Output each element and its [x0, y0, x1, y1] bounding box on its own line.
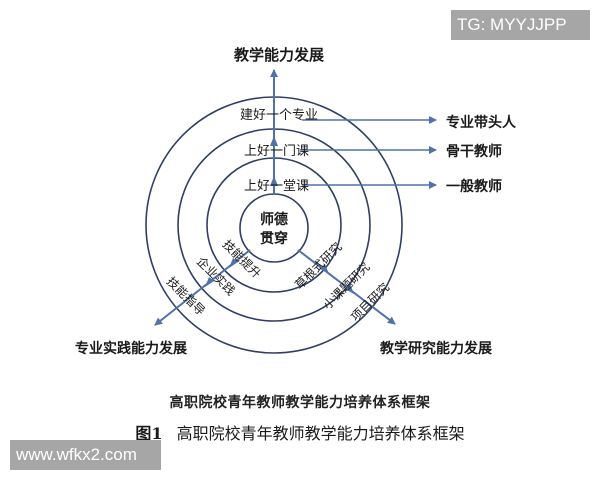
arrow-tick-icon: [270, 176, 278, 186]
right-goal-label: 教学研究能力发展: [380, 340, 492, 357]
figure-caption: 图1 高职院校青年教师教学能力培养体系框架: [0, 420, 600, 444]
arrow-tick-icon: [205, 277, 214, 287]
watermark-bottom-left: www.wfkx2.com: [10, 440, 161, 470]
outcome-label-leader: 专业带头人: [446, 114, 517, 131]
center-label-line1: 师德: [260, 211, 288, 228]
vertical-axis: [270, 69, 278, 194]
left-level-skill-up: 技能提升: [220, 237, 265, 282]
level-label-lesson: 上好一堂课: [244, 179, 309, 194]
arrow-tick-icon: [270, 136, 278, 146]
left-goal-label: 专业实践能力发展: [75, 340, 187, 357]
outcome-label-backbone: 骨干教师: [446, 143, 502, 160]
right-level-grassroots: 草根式研究: [292, 239, 345, 292]
arrow-tick-icon: [229, 258, 238, 268]
level-label-major: 建好一个专业: [240, 108, 318, 123]
diagonal-arrows: [154, 249, 396, 326]
inner-figure-title: 高职院校青年教师教学能力培养体系框架: [169, 395, 431, 411]
watermark-top-right: TG: MYYJJPP: [451, 10, 590, 40]
outcome-label-general: 一般教师: [446, 178, 502, 195]
level-label-course: 上好一门课: [244, 144, 309, 159]
arrow-tick-icon: [345, 284, 354, 294]
arrow-tick-icon: [320, 264, 329, 274]
figure-title: 高职院校青年教师教学能力培养体系框架: [176, 424, 465, 443]
center-circle: [239, 193, 309, 263]
top-goal-label: 教学能力发展: [233, 46, 324, 64]
outcome-arrows: [300, 116, 437, 189]
center-label-line2: 贯穿: [260, 230, 288, 247]
left-level-skill-guide: 技能指导: [164, 274, 209, 319]
figure-number: 图1: [135, 424, 163, 443]
